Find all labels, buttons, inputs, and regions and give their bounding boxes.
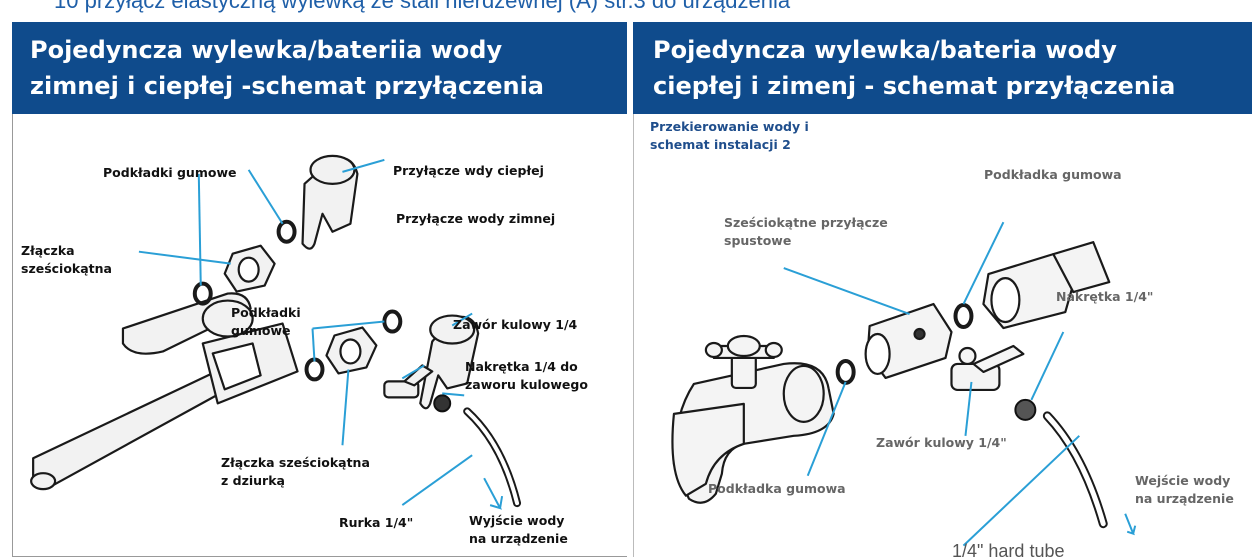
left-exploded-diagram — [30, 154, 522, 510]
tube-1-4 — [463, 407, 522, 508]
cold-connector-plate — [429, 314, 476, 345]
label-przylacze-zimnej: Przyłącze wody zimnej — [396, 211, 556, 226]
label-podkladka-gumowa-bottom: Podkładka gumowa — [708, 481, 846, 496]
label-zlaczka-z-dziurka: Złączka sześciokątna z dziurką — [221, 455, 370, 488]
gasket-2 — [192, 281, 213, 306]
faucet-knob — [211, 342, 262, 391]
label-zawor-kulowy: Zawór kulowy 1/4" — [876, 435, 1007, 450]
label-wejscie-wody: Wejście wody na urządzenie — [1135, 473, 1234, 506]
flow-arrow-right — [1124, 513, 1137, 536]
left-diagram-panel: Pojedyncza wylewka/bateriia wody zimnej … — [12, 22, 627, 557]
tap-spout — [671, 402, 745, 497]
gasket-1 — [276, 219, 297, 244]
label-zlaczka-szesciokatna: Złączka sześciokątna — [21, 243, 112, 276]
left-title-line2: zimnej i ciepłej -schemat przyłączenia — [30, 72, 544, 100]
handle-cap — [201, 299, 254, 338]
label-podkladki-gumowe-top: Podkładki gumowe — [103, 165, 237, 180]
spout-tip — [30, 472, 57, 491]
hot-connector-plate — [309, 154, 356, 185]
label-przylacze-cieplej: Przyłącze wdy ciepłej — [393, 163, 544, 178]
hard-tube — [1042, 411, 1108, 529]
label-podkladki-gumowe-mid: Podkładki gumowe — [231, 305, 301, 338]
small-nut-1-4 — [433, 394, 452, 413]
label-nakretka-1-4: Nakrętka 1/4" — [1056, 289, 1154, 304]
left-panel-title: Pojedyncza wylewka/bateriia wody zimnej … — [12, 22, 627, 114]
label-zawor-kulowy: Zawór kulowy 1/4 — [453, 317, 578, 332]
tap-outlet — [782, 364, 825, 423]
left-title-line1: Pojedyncza wylewka/bateriia wody — [30, 36, 503, 64]
label-rurka: Rurka 1/4" — [339, 515, 414, 530]
flow-arrow — [483, 477, 504, 510]
label-nakretka-1-4: Nakrętka 1/4 do zaworu kulowego — [465, 359, 588, 392]
left-diagram-body: Podkładki gumowe Przyłącze wdy ciepłej P… — [12, 114, 627, 557]
nut-1-4 — [1014, 398, 1037, 421]
label-wyjscie-wody: Wyjście wody na urządzenie — [469, 513, 568, 546]
right-diagram-panel: Pojedyncza wylewka/bateria wody ciepłej … — [633, 22, 1252, 557]
gasket-bottom-right — [835, 358, 856, 385]
top-caption: 10 przyłącz elastyczną wylewką ze stali … — [54, 0, 791, 13]
gasket-top-right — [953, 303, 974, 330]
ball-valve-left — [383, 380, 420, 399]
right-title-line2: ciepłej i zimenj - schemat przyłączenia — [653, 72, 1176, 100]
faucet-spout — [32, 367, 236, 489]
right-exploded-diagram — [671, 221, 1137, 547]
label-przekierowanie: Przekierowanie wody i schemat instalacji… — [650, 119, 809, 152]
gasket-4 — [304, 357, 325, 382]
gasket-3 — [382, 309, 403, 334]
label-szesciokatne-przylacze: Sześciokątne przyłącze spustowe — [724, 215, 888, 248]
right-panel-title: Pojedyncza wylewka/bateria wody ciepłej … — [633, 22, 1252, 114]
label-podkladka-gumowa-top: Podkładka gumowa — [984, 167, 1122, 182]
right-diagram-body: Przekierowanie wody i schemat instalacji… — [633, 114, 1252, 557]
right-title-line1: Pojedyncza wylewka/bateria wody — [653, 36, 1117, 64]
label-hard-tube: 1/4" hard tube — [952, 541, 1065, 557]
